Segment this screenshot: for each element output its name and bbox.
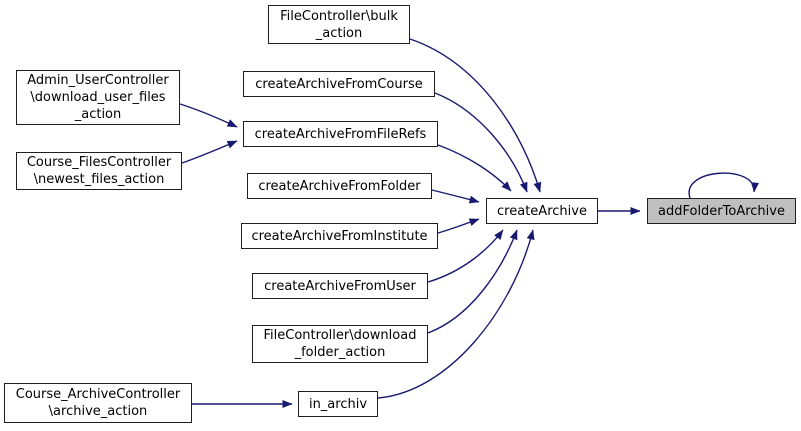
node-label: addFolderToArchive [658, 203, 785, 219]
node-addfoldertoarchive-current[interactable]: addFolderToArchive [647, 198, 796, 224]
node-label: createArchive [497, 203, 587, 219]
node-label: FileController\bulk _action [280, 8, 398, 41]
edge-user-to-createarchive [427, 229, 504, 283]
node-createarchivefromfilerefs[interactable]: createArchiveFromFileRefs [243, 121, 438, 147]
node-in-archiv[interactable]: in_archiv [298, 391, 378, 417]
edge-bulk-to-createarchive [409, 38, 542, 193]
node-filecontroller-download-folder-action[interactable]: FileController\download _folder_action [252, 325, 428, 363]
node-label: Admin_UserController \download_user_file… [27, 73, 169, 122]
node-createarchivefrominstitute[interactable]: createArchiveFromInstitute [241, 223, 438, 249]
node-createarchivefromfolder[interactable]: createArchiveFromFolder [247, 173, 432, 199]
edge-institute-to-createarchive [437, 218, 480, 234]
node-label: createArchiveFromInstitute [251, 228, 428, 244]
node-admin-usercontroller-download-user-files-action[interactable]: Admin_UserController \download_user_file… [16, 70, 180, 125]
edge-course-to-createarchive [434, 92, 528, 193]
node-createarchivefromcourse[interactable]: createArchiveFromCourse [243, 71, 435, 97]
edge-folder-to-createarchive [431, 189, 480, 204]
node-label: createArchiveFromFileRefs [254, 126, 427, 142]
edge-inarchiv-to-createarchive [377, 229, 535, 399]
node-filecontroller-bulk-action[interactable]: FileController\bulk _action [268, 5, 410, 44]
edge-coursefiles-to-filerefs [181, 140, 238, 164]
node-createarchive[interactable]: createArchive [486, 198, 598, 224]
node-label: createArchiveFromFolder [258, 178, 421, 194]
node-label: Course_ArchiveController \archive_action [15, 387, 181, 419]
node-course-archivecontroller-archive-action[interactable]: Course_ArchiveController \archive_action [4, 383, 192, 423]
node-label: FileController\download _folder_action [263, 328, 417, 360]
node-label: createArchiveFromUser [264, 278, 416, 294]
edge-addfolder-self-loop [688, 172, 759, 199]
node-createarchivefromuser[interactable]: createArchiveFromUser [252, 273, 428, 299]
edge-filerefs-to-createarchive [437, 144, 512, 192]
node-course-filescontroller-newest-files-action[interactable]: Course_FilesController \newest_files_act… [16, 152, 182, 190]
node-label: Course_FilesController \newest_files_act… [26, 155, 172, 187]
node-label: createArchiveFromCourse [255, 76, 423, 92]
edge-admin-to-filerefs [179, 103, 238, 128]
node-label: in_archiv [308, 396, 368, 412]
edge-downloadfolder-to-createarchive [427, 229, 518, 334]
